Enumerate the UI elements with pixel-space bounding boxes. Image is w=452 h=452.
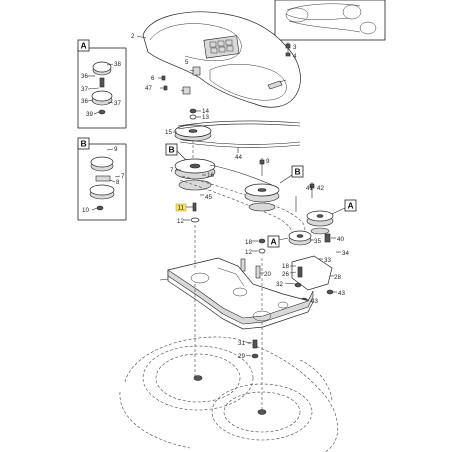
belt-routing-inset — [274, 0, 386, 41]
callout-44: 44 — [235, 154, 242, 161]
callout-16: 16 — [207, 172, 214, 179]
callout-6: 6 — [151, 75, 155, 82]
main-pulley-tag-b: B — [169, 145, 175, 155]
center-hardware-upper: 14 13 — [189, 108, 209, 121]
callout-12: 12 — [177, 218, 184, 225]
callout-5: 5 — [185, 59, 189, 66]
callout-37-lower: 37 — [114, 100, 121, 107]
callout-32: 32 — [276, 281, 283, 288]
callout-7: 7 — [170, 167, 174, 174]
mower-deck-outline — [119, 336, 338, 452]
callout-12-middle: 12 — [245, 249, 252, 256]
callout-43-lower: 43 — [311, 298, 318, 305]
callout-38: 38 — [114, 61, 121, 68]
spindle-hardware-middle: 18 12 20 — [240, 238, 271, 279]
shaft-axes — [192, 140, 263, 410]
callout-20: 20 — [264, 271, 271, 278]
callout-8: 8 — [116, 179, 120, 186]
callout-14: 14 — [202, 108, 209, 115]
callout-18: 18 — [282, 263, 289, 270]
callout-3: 3 — [293, 44, 297, 51]
middle-pulley-tag-b: B — [295, 167, 301, 177]
callout-41: 41 — [306, 185, 313, 192]
right-hardware: 41 42 — [295, 182, 324, 212]
detail-tag-a: A — [81, 41, 87, 51]
detail-box-b: B 9 8 7 10 — [77, 137, 127, 221]
spindle-hardware-left: 11 12 — [175, 202, 200, 225]
callout-47: 47 — [145, 85, 152, 92]
callout-29: 29 — [238, 353, 245, 360]
deck-cover: 2 — [131, 11, 301, 108]
right-pulley: A — [306, 199, 357, 235]
detail-box-a: A 38 36 37 36 37 39 — [77, 39, 127, 129]
callout-35: 35 — [314, 238, 321, 245]
tensioner-pulley: A 35 — [267, 230, 321, 248]
callout-2: 2 — [131, 33, 135, 40]
callout-37: 37 — [81, 86, 88, 93]
callout-36: 36 — [81, 73, 88, 80]
callout-40: 40 — [337, 236, 344, 243]
detail-tag-b: B — [81, 139, 87, 149]
callout-39: 39 — [86, 111, 93, 118]
callout-33: 33 — [324, 257, 331, 264]
callout-9: 9 — [266, 158, 270, 165]
callout-28: 28 — [334, 274, 341, 281]
callout-26: 26 — [282, 271, 289, 278]
callout-9-b: 9 — [114, 146, 118, 153]
middle-pulley: B 9 — [244, 158, 304, 212]
lower-hardware: 31 29 — [238, 339, 259, 360]
callout-4: 4 — [293, 53, 297, 60]
mounting-plate — [159, 257, 314, 330]
callout-42: 42 — [317, 185, 324, 192]
callout-10: 10 — [82, 207, 89, 214]
callout-11-highlighted: 11 — [178, 205, 185, 212]
tensioner-tag-a: A — [271, 237, 277, 247]
cover-hardware: 3 4 6 47 5 — [145, 42, 297, 92]
callout-43: 43 — [338, 290, 345, 297]
callout-31: 31 — [238, 340, 245, 347]
callout-15: 15 — [165, 129, 172, 136]
right-pulley-tag-a: A — [348, 201, 354, 211]
callout-34: 34 — [342, 250, 349, 257]
main-pulley: B 7 16 45 — [165, 143, 216, 201]
callout-36-lower: 36 — [81, 98, 88, 105]
callout-45: 45 — [205, 194, 212, 201]
callout-7-b: 7 — [121, 173, 125, 180]
tensioner-assembly: 40 34 33 28 26 18 32 43 43 — [276, 233, 349, 305]
callout-13: 13 — [202, 114, 209, 121]
callout-18-middle: 18 — [245, 239, 252, 246]
